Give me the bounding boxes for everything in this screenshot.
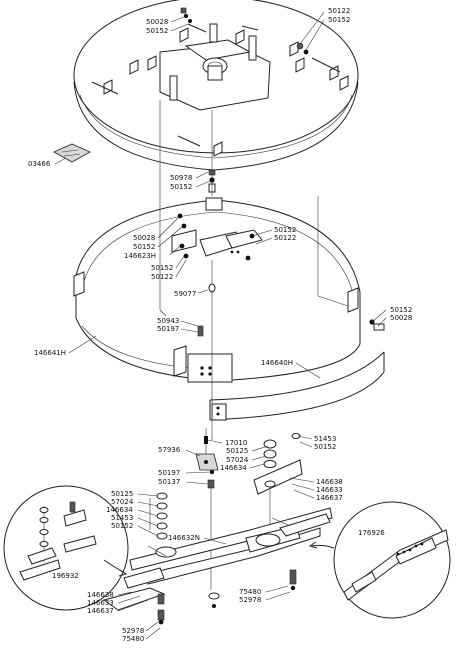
part-label: 50152 bbox=[111, 522, 133, 530]
part-labels: 50028 50152 50122 50152 03466 50978 5015… bbox=[28, 7, 412, 643]
part-label: 146638 bbox=[316, 478, 343, 486]
part-label: 50137 bbox=[158, 478, 180, 486]
part-label: 50152 bbox=[133, 243, 155, 251]
part-label: 50152 bbox=[146, 27, 168, 35]
part-label: 146634 bbox=[106, 506, 133, 514]
part-label: 146632N bbox=[168, 534, 200, 542]
deck-plate bbox=[73, 0, 359, 171]
detail-circle-right bbox=[308, 501, 451, 619]
part-label: 50152 bbox=[274, 226, 296, 234]
part-label: 50122 bbox=[274, 234, 296, 242]
spindle-hub-stack bbox=[195, 428, 303, 590]
part-label: 75480 bbox=[122, 635, 144, 643]
skirt-ring bbox=[73, 197, 385, 421]
part-label: 50197 bbox=[158, 469, 180, 477]
part-label: 57024 bbox=[226, 456, 249, 464]
part-label: 146641H bbox=[34, 349, 66, 357]
part-label: 50028 bbox=[390, 314, 412, 322]
part-label: 03466 bbox=[28, 160, 51, 168]
part-label: 50028 bbox=[133, 234, 155, 242]
part-label: 50943 bbox=[157, 317, 179, 325]
part-label: 146634 bbox=[220, 464, 247, 472]
part-label: 50125 bbox=[111, 490, 133, 498]
part-label: 50152 bbox=[390, 306, 412, 314]
part-label: 196932 bbox=[52, 572, 79, 580]
deflector-plate bbox=[53, 143, 91, 163]
part-label: 50152 bbox=[328, 16, 350, 24]
leader-lines bbox=[54, 11, 387, 640]
part-label: 50152 bbox=[170, 183, 192, 191]
part-label: 75480 bbox=[239, 588, 261, 596]
part-label: 50152 bbox=[151, 264, 173, 272]
part-label: 176926 bbox=[358, 529, 385, 537]
part-label: 51453 bbox=[111, 514, 133, 522]
part-label: 146638 bbox=[87, 591, 114, 599]
part-label: 146623H bbox=[124, 252, 156, 260]
part-label: 50122 bbox=[151, 273, 173, 281]
part-label: 146640H bbox=[261, 359, 293, 367]
assembly-guides bbox=[159, 100, 349, 440]
part-label: 146633 bbox=[87, 599, 114, 607]
part-label: 146637 bbox=[316, 494, 343, 502]
part-label: 50028 bbox=[146, 18, 168, 26]
part-label: 50125 bbox=[226, 447, 248, 455]
part-label: 50197 bbox=[157, 325, 179, 333]
blade-bar bbox=[102, 492, 333, 625]
part-label: 50152 bbox=[314, 443, 336, 451]
part-label: 59077 bbox=[174, 290, 196, 298]
part-label: 146637 bbox=[87, 607, 114, 615]
detail-circle-left bbox=[3, 485, 129, 611]
part-label: 50122 bbox=[328, 7, 350, 15]
part-label: 57936 bbox=[158, 446, 181, 454]
part-label: 50978 bbox=[170, 174, 192, 182]
part-label: 52978 bbox=[122, 627, 144, 635]
part-label: 51453 bbox=[314, 435, 336, 443]
part-label: 146633 bbox=[316, 486, 343, 494]
part-label: 17010 bbox=[225, 439, 247, 447]
part-label: 52978 bbox=[239, 596, 261, 604]
part-label: 57024 bbox=[111, 498, 134, 506]
